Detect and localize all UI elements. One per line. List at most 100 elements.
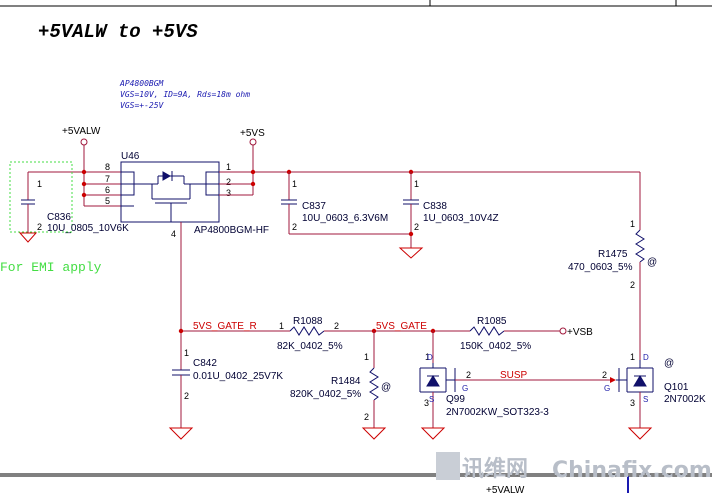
c838-pin2: 2	[414, 222, 419, 232]
q101-value: 2N7002K	[664, 394, 706, 405]
q99-label-g: G	[462, 384, 468, 393]
power-label-5valw: +5VALW	[62, 126, 101, 137]
r1088-pin1: 1	[279, 321, 284, 331]
c836-value: 10U_0805_10V6K	[47, 223, 129, 234]
ground-symbol	[361, 427, 387, 440]
u46-body	[120, 161, 220, 223]
r1085-value: 150K_0402_5%	[460, 341, 531, 352]
bottom-power-label: +5VALW	[486, 485, 525, 493]
power-port-5vs	[249, 138, 257, 146]
net-label-gate-r: 5VS_GATE_R	[193, 321, 257, 332]
q101-label-s: S	[643, 395, 648, 404]
r1085-body	[469, 326, 505, 336]
r1484-value: 820K_0402_5%	[290, 389, 361, 400]
net-label-susp: SUSP	[500, 370, 528, 381]
q101-symbol	[616, 360, 654, 393]
q101-mark: @	[664, 358, 674, 369]
power-port-5valw	[80, 138, 88, 146]
c837-pin1: 1	[292, 179, 297, 189]
junction-dot	[81, 169, 87, 175]
u46-internal-symbol	[121, 171, 219, 222]
q99-pin-s: 3	[424, 398, 429, 408]
c837-pin2: 2	[292, 222, 297, 232]
emi-note: For EMI apply	[0, 260, 102, 275]
r1475-body	[635, 229, 645, 263]
r1484-pin1: 1	[364, 352, 369, 362]
r1088-value: 82K_0402_5%	[277, 341, 343, 352]
q99-pin-g: 2	[466, 370, 471, 380]
ground-symbol	[398, 247, 424, 259]
mosfet-note-spec: VGS=10V, ID=9A, Rds=18m ohm	[120, 90, 250, 99]
net-label-gate: 5VS_GATE	[376, 321, 427, 332]
q101-pin-d: 1	[630, 352, 635, 362]
q99-label-s: S	[429, 395, 434, 404]
r1475-value: 470_0603_5%	[568, 262, 633, 273]
c838-ref: C838	[423, 201, 447, 212]
q99-label-d: D	[427, 353, 433, 362]
page-title: +5VALW to +5VS	[38, 21, 198, 43]
q101-label-d: D	[643, 353, 649, 362]
ground-symbol	[168, 427, 194, 440]
ground-symbol	[18, 232, 38, 243]
r1088-body	[289, 326, 325, 336]
q101-pin-g: 2	[602, 370, 607, 380]
q101-pin-s: 3	[630, 398, 635, 408]
junction-dot	[408, 231, 414, 237]
r1484-body	[369, 367, 379, 401]
u46-value: AP4800BGM-HF	[194, 225, 269, 236]
q101-label-g: G	[604, 384, 610, 393]
power-port-vsb	[559, 327, 567, 335]
c842-value: 0.01U_0402_25V7K	[193, 371, 283, 382]
power-label-vsb: +VSB	[567, 327, 593, 338]
u46-ref: U46	[121, 151, 140, 162]
r1085-ref: R1085	[477, 316, 507, 327]
emi-box	[9, 161, 73, 233]
junction-dot	[81, 181, 87, 187]
susp-arrow	[610, 377, 616, 383]
u46-pin2: 2	[226, 177, 231, 187]
u46-pin3: 3	[226, 188, 231, 198]
c838-value: 1U_0603_10V4Z	[423, 213, 499, 224]
r1088-pin2: 2	[334, 321, 339, 331]
junction-dot	[250, 169, 256, 175]
r1088-ref: R1088	[293, 316, 323, 327]
mosfet-note-part: AP4800BGM	[119, 79, 165, 88]
c837-value: 10U_0603_6.3V6M	[302, 213, 388, 224]
c842-pin1: 1	[184, 348, 189, 358]
watermark-cn: 讯维网	[462, 456, 528, 482]
r1484-mark: @	[381, 382, 391, 393]
q99-ref: Q99	[446, 394, 465, 405]
watermark-logo-icon	[436, 452, 460, 480]
u46-pin1: 1	[226, 162, 231, 172]
junction-dot	[178, 328, 184, 334]
c837-ref: C837	[302, 201, 326, 212]
u46-pin4: 4	[171, 229, 176, 239]
r1484-ref: R1484	[331, 376, 361, 387]
u46-pin8: 8	[105, 162, 110, 172]
c842-pin2: 2	[184, 391, 189, 401]
q101-ref: Q101	[664, 382, 689, 393]
c836-pin2: 2	[37, 222, 42, 232]
c836-pin1: 1	[37, 179, 42, 189]
q99-value: 2N7002KW_SOT323-3	[446, 407, 549, 418]
c842-ref: C842	[193, 358, 217, 369]
u46-pin6: 6	[105, 185, 110, 195]
junction-dot	[250, 181, 256, 187]
power-label-5vs: +5VS	[240, 128, 265, 139]
r1475-pin2: 2	[630, 280, 635, 290]
q99-symbol	[419, 363, 456, 393]
r1475-pin1: 1	[630, 219, 635, 229]
watermark: 讯维网 Chinafix.com	[436, 452, 712, 483]
ground-symbol	[627, 427, 653, 440]
r1484-pin2: 2	[364, 412, 369, 422]
watermark-en: Chinafix.com	[552, 458, 712, 483]
mosfet-note-vgs: VGS=+-25V	[120, 101, 165, 110]
junction-dot	[81, 192, 87, 198]
c836-ref: C836	[47, 212, 71, 223]
c838-pin1: 1	[414, 179, 419, 189]
u46-pin5: 5	[105, 196, 110, 206]
r1475-ref: R1475	[598, 249, 628, 260]
ground-symbol	[420, 427, 446, 440]
u46-pin7: 7	[105, 174, 110, 184]
